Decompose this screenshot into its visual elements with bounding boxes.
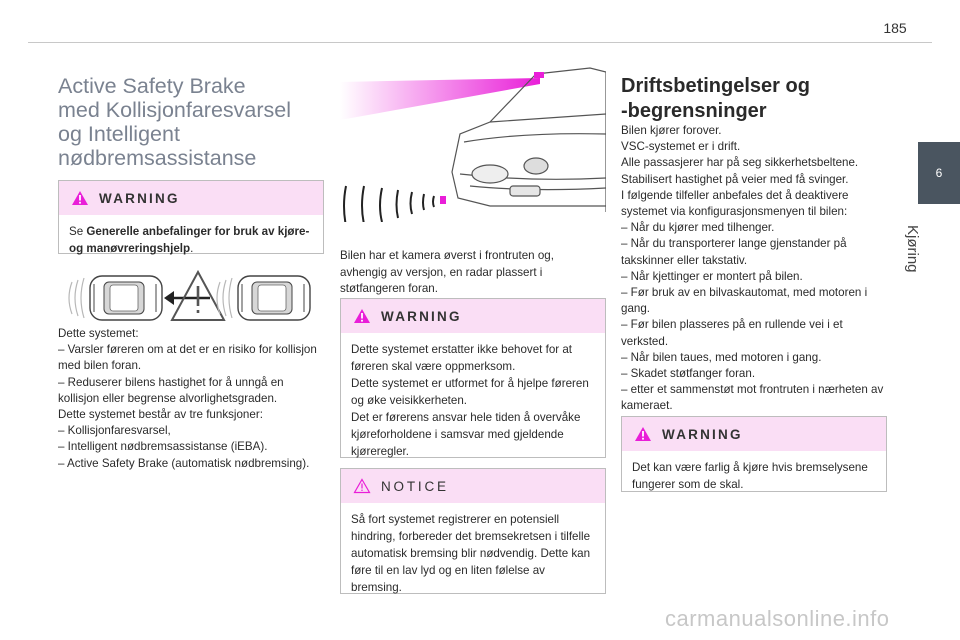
paragraph-line: Stabilisert hastighet på veier med få sv… [621, 172, 849, 186]
paragraph-line: Dette systemet: [58, 327, 139, 340]
front-car-ghost-lines [216, 277, 233, 319]
paragraph-line: – Før bilen plasseres på en rullende vei… [621, 318, 843, 348]
warning-text-post: . [190, 242, 194, 255]
radar-waves [343, 185, 435, 222]
paragraph-line: – Når kjettinger er montert på bilen. [621, 269, 803, 283]
warning-text: Se Generelle anbefalinger for bruk av kj… [59, 215, 323, 265]
warning-triangle-icon [635, 427, 651, 441]
radar-sensor [440, 196, 446, 204]
paragraph-line: Bilen kjører forover. [621, 124, 722, 137]
image-caption: Bilen har et kamera øverst i frontruten … [340, 248, 600, 298]
chapter-label: Kjøring [898, 225, 938, 285]
paragraph-line: – Active Safety Brake (automatisk nødbre… [58, 456, 310, 470]
caption-text: Bilen har et kamera øverst i frontruten … [340, 249, 554, 295]
rear-car-ghost-lines [68, 277, 85, 319]
description-paragraph: Dette systemet: – Varsler føreren om at … [58, 326, 320, 472]
paragraph-line: Alle passasjerer har på seg sikkerhetsbe… [621, 156, 859, 170]
warning-header: WARNING [341, 299, 605, 333]
warning-line: Dette systemet erstatter ikke behovet fo… [351, 343, 573, 373]
warning-text-body: Det kan være farlig å kjøre hvis bremsel… [632, 461, 868, 491]
warning-text-pre: Se [69, 225, 87, 238]
warning-box: WARNING Dette systemet erstatter ikke be… [340, 298, 606, 458]
title-line: Active Safety Brake [58, 74, 246, 98]
chapter-label-text: Kjøring [904, 225, 921, 273]
header-rule [28, 42, 932, 43]
paragraph-line: – Kollisjonfaresvarsel, [58, 424, 171, 438]
paragraph-line: Dette systemet består av tre funksjoner: [58, 408, 263, 422]
paragraph-line: – Før bruk av en bilvaskautomat, med mot… [621, 286, 868, 316]
paragraph-line: – Når bilen taues, med motoren i gang. [621, 350, 822, 364]
paragraph-line: – etter et sammenstøt mot frontruten i n… [621, 383, 884, 413]
arrow-icon [164, 291, 210, 305]
warning-label: WARNING [99, 190, 180, 206]
warning-line: Det er førerens ansvar hele tiden å over… [351, 411, 581, 458]
title-line: Driftsbetingelser og [621, 75, 810, 97]
warning-label: WARNING [662, 426, 743, 442]
notice-text-body: Så fort systemet registrerer en potensie… [351, 513, 591, 594]
section-title: Active Safety Brake med Kollisjonfaresva… [58, 74, 324, 170]
paragraph-line: – Intelligent nødbremsassistanse (iEBA). [58, 440, 268, 454]
watermark: carmanualsonline.info [665, 606, 890, 631]
warning-text-bold: Generelle anbefalinger for bruk av kjøre… [69, 225, 310, 255]
warning-box: WARNING Det kan være farlig å kjøre hvis… [621, 416, 887, 492]
paragraph-line: – Varsler føreren om at det er en risiko… [58, 343, 317, 373]
page-number: 185 [883, 20, 907, 36]
conditions-paragraph: Bilen kjører forover. VSC-systemet er i … [621, 123, 885, 415]
title-line: og Intelligent [58, 122, 180, 146]
title-line: med Kollisjonfaresvarsel [58, 98, 292, 122]
notice-triangle-icon [353, 478, 371, 494]
warning-triangle-icon [170, 269, 226, 321]
van-front-radar-icon [340, 67, 606, 222]
section-title: Driftsbetingelser og -begrensninger [621, 74, 887, 124]
warning-text: Dette systemet erstatter ikke behovet fo… [341, 333, 605, 468]
notice-header: NOTICE [341, 469, 605, 503]
warning-triangle-icon [72, 191, 88, 205]
notice-box: NOTICE Så fort systemet registrerer en p… [340, 468, 606, 594]
car-top-view-icon [237, 275, 311, 321]
warning-box: WARNING Se Generelle anbefalinger for br… [58, 180, 324, 255]
warning-triangle-icon [354, 309, 370, 323]
paragraph-line: I følgende tilfeller anbefales det å dea… [621, 188, 849, 219]
paragraph-line: – Når du kjører med tilhenger. [621, 221, 775, 235]
warning-header: WARNING [59, 181, 323, 215]
title-line: -begrensninger [621, 100, 767, 122]
paragraph-line: – Når du transporterer lange gjenstander… [621, 237, 847, 267]
paragraph-line: VSC-systemet er i drift. [621, 140, 741, 154]
car-top-view-illustration [68, 269, 311, 321]
paragraph-line: – Skadet støtfanger foran. [621, 367, 756, 381]
camera [534, 72, 544, 78]
camera-beam [340, 78, 540, 120]
notice-label: NOTICE [381, 478, 449, 494]
chapter-tab[interactable]: 6 [918, 142, 960, 204]
van-outline [451, 67, 606, 212]
title-line: nødbremsassistanse [58, 146, 257, 170]
car-top-view-icon [89, 275, 163, 321]
warning-header: WARNING [622, 417, 886, 451]
paragraph-line: – Reduserer bilens hastighet for å unngå… [58, 375, 284, 405]
warning-line: Dette systemet er utformet for å hjelpe … [351, 377, 589, 407]
notice-text: Så fort systemet registrerer en potensie… [341, 503, 605, 604]
warning-text: Det kan være farlig å kjøre hvis bremsel… [622, 451, 886, 501]
warning-label: WARNING [381, 308, 462, 324]
